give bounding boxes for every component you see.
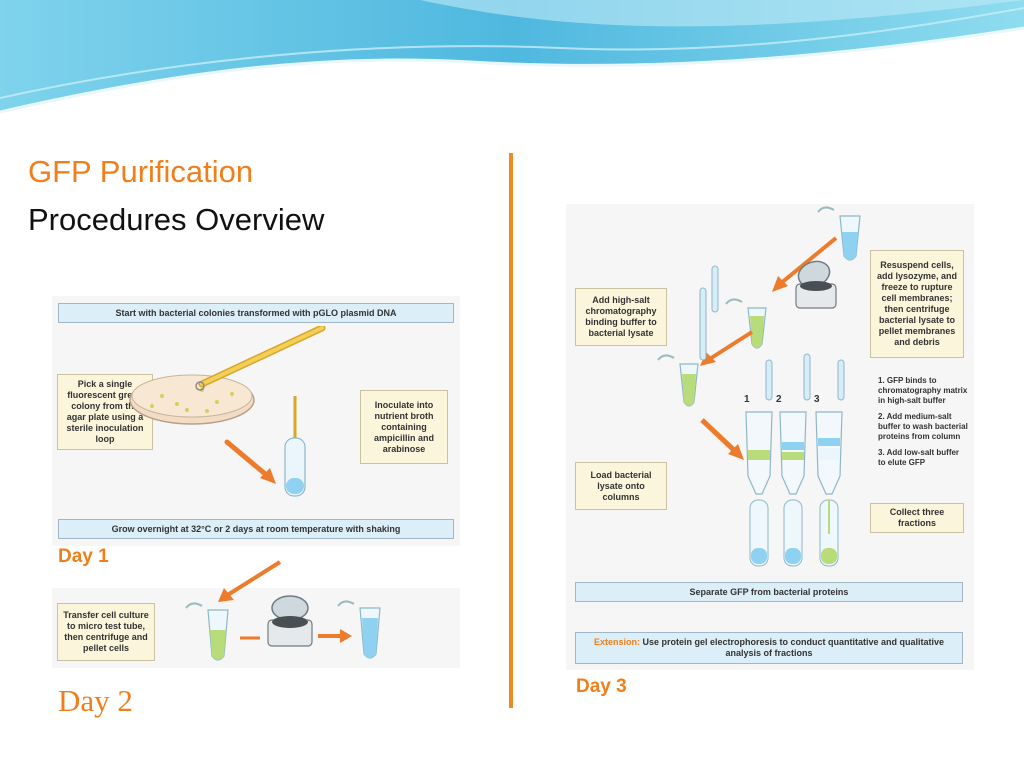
separate-gfp-bar: Separate GFP from bacterial proteins [575,582,963,602]
vertical-divider [509,153,513,708]
column-number-2: 2 [776,394,782,405]
inoculate-note: Inoculate into nutrient broth containing… [360,390,448,464]
arrow-icon [700,418,744,460]
petri-dish-icon [129,374,255,425]
micro-tube-icon [725,298,767,349]
header-wave [0,0,1024,114]
day3-illustration: 1 2 3 [657,206,861,567]
centrifuge-icon [795,260,837,309]
extension-text: Use protein gel electrophoresis to condu… [642,637,945,658]
arrow-icon [318,629,352,643]
column-number-3: 3 [814,394,820,405]
page-subtitle: Procedures Overview [28,202,325,237]
column-number-1: 1 [744,394,750,405]
day1-bottom-bar: Grow overnight at 32°C or 2 days at room… [58,519,454,539]
arrow-icon [700,330,754,366]
page-title: GFP Purification [28,154,254,189]
culture-tube-icon [284,396,306,497]
micro-tube-icon [337,600,381,659]
micro-tube-icon [185,602,229,661]
day1-top-bar: Start with bacterial colonies transforme… [58,303,454,323]
inoculation-loop-icon [195,326,326,391]
day1-label: Day 1 [58,546,109,567]
arrow-icon [218,560,282,602]
load-lysate-note: Load bacterial lysate onto columns [575,462,667,510]
extension-bar: Extension: Use protein gel electrophores… [575,632,963,664]
day2-illustration [185,560,381,661]
arrow-icon [772,236,838,292]
column-step-1: 1. GFP binds to chromatography matrix in… [878,376,968,405]
column-icon [815,411,843,567]
micro-tube-icon [657,354,699,407]
column-steps-list: 1. GFP binds to chromatography matrix in… [878,376,968,468]
pipette-icon [765,353,845,401]
day3-label: Day 3 [576,676,627,697]
micro-tube-icon [817,206,861,261]
column-icon [779,411,807,567]
pipette-icon [711,265,719,313]
collect-fractions-note: Collect three fractions [870,503,964,533]
pipette-icon [699,287,707,361]
column-icon [745,411,773,567]
centrifuge-icon [267,595,313,647]
extension-label: Extension: [593,637,640,647]
transfer-culture-note: Transfer cell culture to micro test tube… [57,603,155,661]
day1-illustration [129,326,326,497]
column-step-3: 3. Add low-salt buffer to elute GFP [878,448,960,467]
day2-label: Day 2 [58,683,133,718]
resuspend-cells-note: Resuspend cells, add lysozyme, and freez… [870,250,964,358]
column-step-2: 2. Add medium-salt buffer to wash bacter… [878,412,968,441]
binding-buffer-note: Add high-salt chromatography binding buf… [575,288,667,346]
arrow-icon [224,439,276,484]
